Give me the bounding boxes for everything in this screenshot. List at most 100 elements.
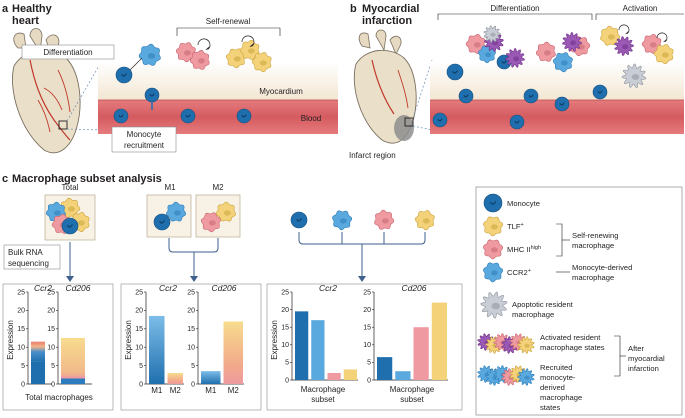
- bulk-rna-line2: sequencing: [8, 259, 49, 268]
- differentiation-box-a: [21, 44, 115, 60]
- bar: [343, 369, 357, 380]
- bar: [311, 320, 325, 380]
- infarct-region-label: Infarct region: [349, 151, 396, 160]
- apoptotic-resident-cell: [483, 25, 501, 43]
- differentiation-label-b: Differentiation: [490, 4, 539, 13]
- y-tick-label: 0: [21, 381, 25, 388]
- bar: [61, 378, 85, 384]
- infarct-region-shading: [394, 115, 414, 141]
- monocyte-recruitment-line2: recruitment: [124, 141, 165, 150]
- gene-title: Ccr2: [159, 283, 177, 293]
- blood-label: Blood: [301, 114, 321, 123]
- tlf-icon: [483, 216, 503, 237]
- y-tick-label: 10: [187, 345, 195, 352]
- monocyte-cell: [458, 88, 474, 104]
- tlf-macrophage-cell: [251, 52, 272, 72]
- y-tick-label: 20: [17, 308, 25, 315]
- monocyte-cell: [290, 211, 308, 229]
- mhc-macrophage-cell: [200, 212, 221, 233]
- bar: [31, 361, 45, 384]
- monocyte-cell: [115, 66, 133, 84]
- legend-apoptotic-line2: macrophage: [512, 310, 554, 319]
- legend-recruited-line3: derived: [540, 383, 565, 392]
- legend: Monocyte TLF+ MHC IIhigh CCR2+ Self-rene…: [475, 186, 683, 416]
- legend-after-mi-line3: infarction: [628, 364, 659, 373]
- legend-recruited-line4: macrophage: [540, 393, 582, 402]
- bulk-rna-line1: Bulk RNA: [8, 248, 43, 257]
- y-tick-label: 25: [363, 289, 371, 296]
- mhc-macrophage-cell: [189, 49, 210, 70]
- y-tick-label: 5: [285, 360, 289, 367]
- panel-c-title: Macrophage subset analysis: [12, 173, 162, 185]
- monocyte-cell: [153, 213, 171, 231]
- x-tick-label: M2: [228, 386, 240, 395]
- gene-title: Cd206: [211, 283, 236, 293]
- ylabel-m1m2: Expression: [124, 320, 133, 360]
- legend-monocyte-derived-line2: macrophage: [572, 273, 614, 282]
- y-tick-label: 25: [47, 289, 55, 296]
- monocyte-cell: [523, 88, 539, 104]
- panel-b-letter: b: [350, 3, 357, 15]
- y-tick-label: 5: [191, 363, 195, 370]
- legend-apoptotic-line1: Apoptotic resident: [512, 300, 574, 309]
- self-renewal-arrow: [618, 24, 630, 35]
- bar: [149, 315, 165, 384]
- x-tick-label: M1: [151, 386, 163, 395]
- ccr2-macrophage-cell: [552, 52, 573, 73]
- monocyte-cell: [509, 114, 525, 130]
- ccr2-macrophage-cell: [165, 201, 187, 222]
- legend-self-renewing-line1: Self-renewing: [572, 231, 618, 240]
- monocyte-cell: [236, 108, 252, 124]
- x-tick-label: M1: [205, 386, 217, 395]
- legend-mhc: MHC IIhigh: [507, 245, 541, 254]
- bar: [395, 371, 411, 380]
- chart-frame-total: [2, 283, 114, 411]
- apoptotic-resident-icon: [480, 291, 508, 319]
- activated-resident-cell: [614, 36, 634, 57]
- bar: [223, 321, 243, 384]
- y-tick-label: 15: [17, 326, 25, 333]
- activation-label: Activation: [623, 4, 658, 13]
- y-tick-label: 0: [139, 381, 143, 388]
- mhc-macrophage-cell: [465, 33, 486, 55]
- y-tick-label: 25: [187, 289, 195, 296]
- myocardium-label: Myocardium: [259, 87, 303, 96]
- gene-title: Cd206: [65, 283, 90, 293]
- panel-b-title-line2: infarction: [362, 15, 412, 27]
- bar: [413, 327, 429, 380]
- mhc-macrophage-cell: [535, 41, 556, 62]
- legend-activated-line1: Activated resident: [540, 333, 601, 342]
- bar-segment: [61, 376, 85, 379]
- infarct-heart-illustration: [353, 29, 417, 144]
- activated-resident-state-icon: [517, 336, 535, 354]
- tlf-macrophage-cell: [653, 44, 674, 65]
- legend-monocyte: Monocyte: [507, 199, 540, 208]
- ylabel-subsets: Expression: [270, 320, 279, 360]
- y-tick-label: 15: [187, 326, 195, 333]
- gene-title: Ccr2: [34, 283, 52, 293]
- m2-label: M2: [212, 183, 224, 192]
- y-tick-label: 15: [281, 325, 289, 332]
- monocyte-cell: [592, 84, 608, 100]
- legend-after-mi-line2: myocardial: [628, 354, 665, 363]
- m1-label: M1: [164, 183, 176, 192]
- y-tick-label: 0: [285, 377, 289, 384]
- bar: [295, 311, 309, 380]
- bar: [31, 341, 45, 362]
- gene-title: Cd206: [401, 283, 426, 293]
- y-tick-label: 0: [51, 381, 55, 388]
- legend-after-mi-line1: After: [628, 344, 645, 353]
- xlabel-subset-cd206-line1: Macrophage: [390, 385, 435, 394]
- total-label: Total: [62, 183, 79, 192]
- y-tick-label: 5: [139, 363, 143, 370]
- mhc-icon: [483, 239, 503, 260]
- y-tick-label: 20: [363, 307, 371, 314]
- ccr2-macrophage-cell: [138, 43, 161, 66]
- mhc-macrophage-cell: [175, 42, 196, 63]
- gene-title: Ccr2: [319, 283, 337, 293]
- legend-recruited-line2: monocyte-: [540, 373, 576, 382]
- monocyte-cell: [446, 63, 464, 81]
- y-tick-label: 20: [187, 308, 195, 315]
- bar: [431, 302, 447, 380]
